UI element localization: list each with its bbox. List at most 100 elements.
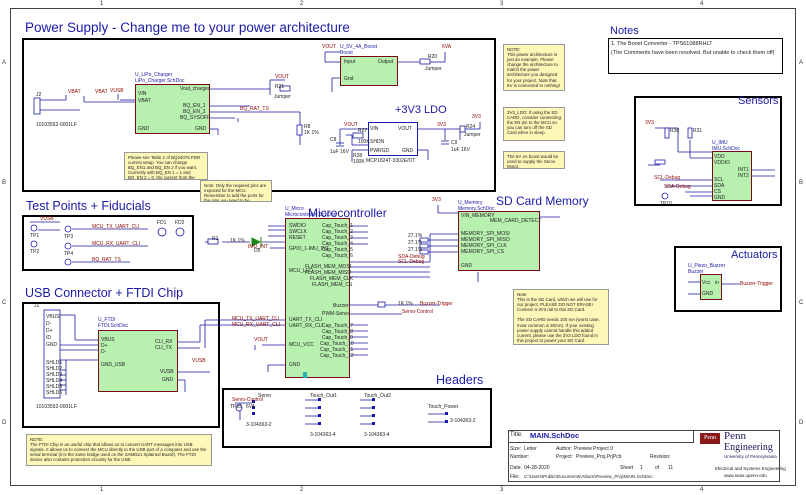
penn-shield-logo: Penn — [700, 433, 720, 444]
imu-designator: U_IMU — [712, 140, 728, 146]
tp3-label: TP3 — [64, 234, 74, 240]
ldo-pin-gnd: GND — [402, 148, 414, 154]
charger-pin-gnd: GND — [138, 126, 150, 132]
of-label: of — [655, 465, 660, 471]
micro-pin-flash-cs: FLASH_MEM_CS — [312, 282, 353, 288]
r-sd-3: 27.1% — [408, 247, 423, 253]
boost-designator: U_6V_4A_Boost — [340, 44, 377, 50]
grid-row-a-right: A — [799, 60, 804, 66]
r27-value: 100K — [358, 139, 370, 145]
net-mcu-tx-tp: MCU_TX_UART_CLI — [92, 224, 140, 230]
ftdi-pin-gnd-usb: GND_USB — [101, 362, 126, 368]
author-value: Preview Project 0 — [574, 446, 613, 452]
power-connector-part: 10103592-0001LF — [36, 122, 77, 128]
section-title-power: Power Supply - Change me to your power a… — [25, 20, 350, 35]
imu-pin-int1: INT1 — [738, 167, 749, 173]
boost-sub: Boost — [340, 50, 353, 56]
grid-col-4-bottom: 4 — [700, 487, 704, 493]
micro-pin-cap1: Cap_Touch_1 — [322, 223, 353, 229]
c9-value: 1uF 16V — [451, 147, 470, 153]
charger-pin-vout: Vout_charger — [180, 86, 210, 92]
grid-col-1-bottom: 1 — [100, 487, 104, 493]
net-mcu-rx: MCU_RX_UART_CLI — [232, 322, 280, 328]
net-vusb-ftdi: VUSB — [192, 358, 206, 364]
net-vout-boost: VOUT — [322, 44, 336, 50]
memory-pin-clk: MEMORY_SPI_CLK — [461, 243, 507, 249]
buzzer-designator: U_Piezo_Buzzer — [688, 263, 726, 269]
r1-label: R1 — [212, 236, 219, 242]
usb-pin-shld4: SHLD4 — [46, 378, 63, 384]
net-3v3-ldo: 3V3 — [437, 122, 446, 128]
micro-pin-gpio1: GPIO_1-IMU_INT — [289, 246, 329, 252]
usb-pin-id: ID — [46, 335, 51, 341]
grid-col-3-bottom: 3 — [500, 487, 504, 493]
micro-block[interactable] — [285, 218, 350, 378]
r27-label: R27 — [358, 128, 368, 134]
c8-value: 1uF 16V — [330, 149, 349, 155]
note-ftdi: NOTE: The FTDI Chip is an useful chip th… — [26, 434, 212, 466]
net-3v3-memory: 3V3 — [432, 197, 441, 203]
revision-label: Revision: — [650, 454, 671, 460]
section-title-ldo: +3V3 LDO — [395, 104, 447, 116]
memory-sub: Memory.SchDoc — [458, 206, 495, 212]
usb-pin-shld6: SHLD6 — [46, 390, 63, 396]
net-sda-sensor: SDA-Debug — [664, 184, 691, 190]
note-ldo: 3V3_LDO: If using the SD CARD, consider … — [503, 107, 565, 141]
net-servo-control-hdr: Servo-Control — [232, 397, 263, 403]
title-value: MAIN.SchDoc — [530, 431, 580, 440]
micro-test-marker — [303, 372, 307, 378]
j2-label: J2 — [36, 92, 42, 98]
r24-value: Jumper — [464, 132, 481, 138]
section-usb — [22, 302, 220, 428]
touch-out1-label: Touch_Out1 — [310, 393, 337, 399]
charger-pin-en1: BQ_EN_1 — [183, 103, 206, 109]
ftdi-block[interactable] — [98, 330, 178, 392]
section-title-test: Test Points + Fiducials — [26, 199, 151, 213]
servo-label: Servo — [258, 393, 272, 399]
section-title-headers: Headers — [436, 373, 484, 387]
micro-pin-cap8: Cap_Touch_8 — [322, 329, 353, 335]
memory-designator: U_Memory — [458, 200, 483, 206]
project-label: Project: — [556, 454, 573, 460]
section-sensors — [634, 96, 782, 206]
section-title-actuators: Actuators — [731, 249, 778, 261]
net-vbat: VBAT — [68, 89, 81, 95]
usb-pin-gnd: GND — [46, 342, 58, 348]
ftdi-pin-vusb: VUSB — [160, 369, 174, 375]
imu-pin-vdd: VDD — [714, 154, 725, 160]
memory-pin-cs: MEMORY_SPI_CS — [461, 249, 504, 255]
r-buzz-value: 1K 1% — [398, 301, 413, 307]
memory-block[interactable] — [458, 211, 540, 271]
tp23-label: TP23 — [230, 404, 242, 410]
charger-block[interactable] — [135, 84, 210, 134]
grid-col-2: 2 — [300, 1, 304, 7]
net-3v3-sensor: 3V3 — [645, 120, 654, 126]
date-value: 04-28-2020 — [524, 465, 550, 471]
imu-pin-cs: CS — [714, 189, 721, 195]
charger-sub: LiPo_Charger.SchDoc — [135, 78, 185, 84]
grid-row-d: D — [2, 420, 7, 426]
hdr-touch2-part: 3-104363-4 — [364, 432, 390, 438]
imu-block[interactable] — [712, 151, 752, 201]
project-value: Preview_Proj.PrjPcb — [576, 454, 622, 460]
micro-pin-flash-clk: FLASH_MEM_CLK — [310, 276, 354, 282]
boost-pin-output: Output — [378, 59, 394, 65]
charger-pin-en2: BQ_EN_2 — [183, 109, 206, 115]
micro-pin-buzzer: Buzzer — [333, 303, 349, 309]
grid-row-d-right: D — [799, 420, 804, 426]
micro-pin-cap7: Cap_Touch_7 — [322, 323, 353, 329]
net-vout-charger: VOUT — [275, 74, 289, 80]
micro-pin-uart-tx: UART_TX_CLI — [289, 317, 323, 323]
buzzer-block[interactable] — [700, 274, 722, 300]
title-block-title-row — [508, 430, 694, 443]
charger-pin-gnd-right: GND — [195, 126, 207, 132]
usb-pin-dm: D- — [46, 321, 52, 327]
grid-row-b-right: B — [799, 180, 804, 186]
ldo-block[interactable] — [368, 122, 418, 156]
hdr-touch-power-part: 3-104363-2 — [450, 418, 476, 424]
net-mcu-tx: MCU_TX_UART_CLI — [232, 316, 280, 322]
micro-pin-cap5: Cap_Touch_5 — [322, 247, 353, 253]
net-servo-control: Servo-Control — [402, 309, 433, 315]
boost-block[interactable] — [340, 56, 398, 86]
usb-pin-dp: D+ — [46, 328, 53, 334]
